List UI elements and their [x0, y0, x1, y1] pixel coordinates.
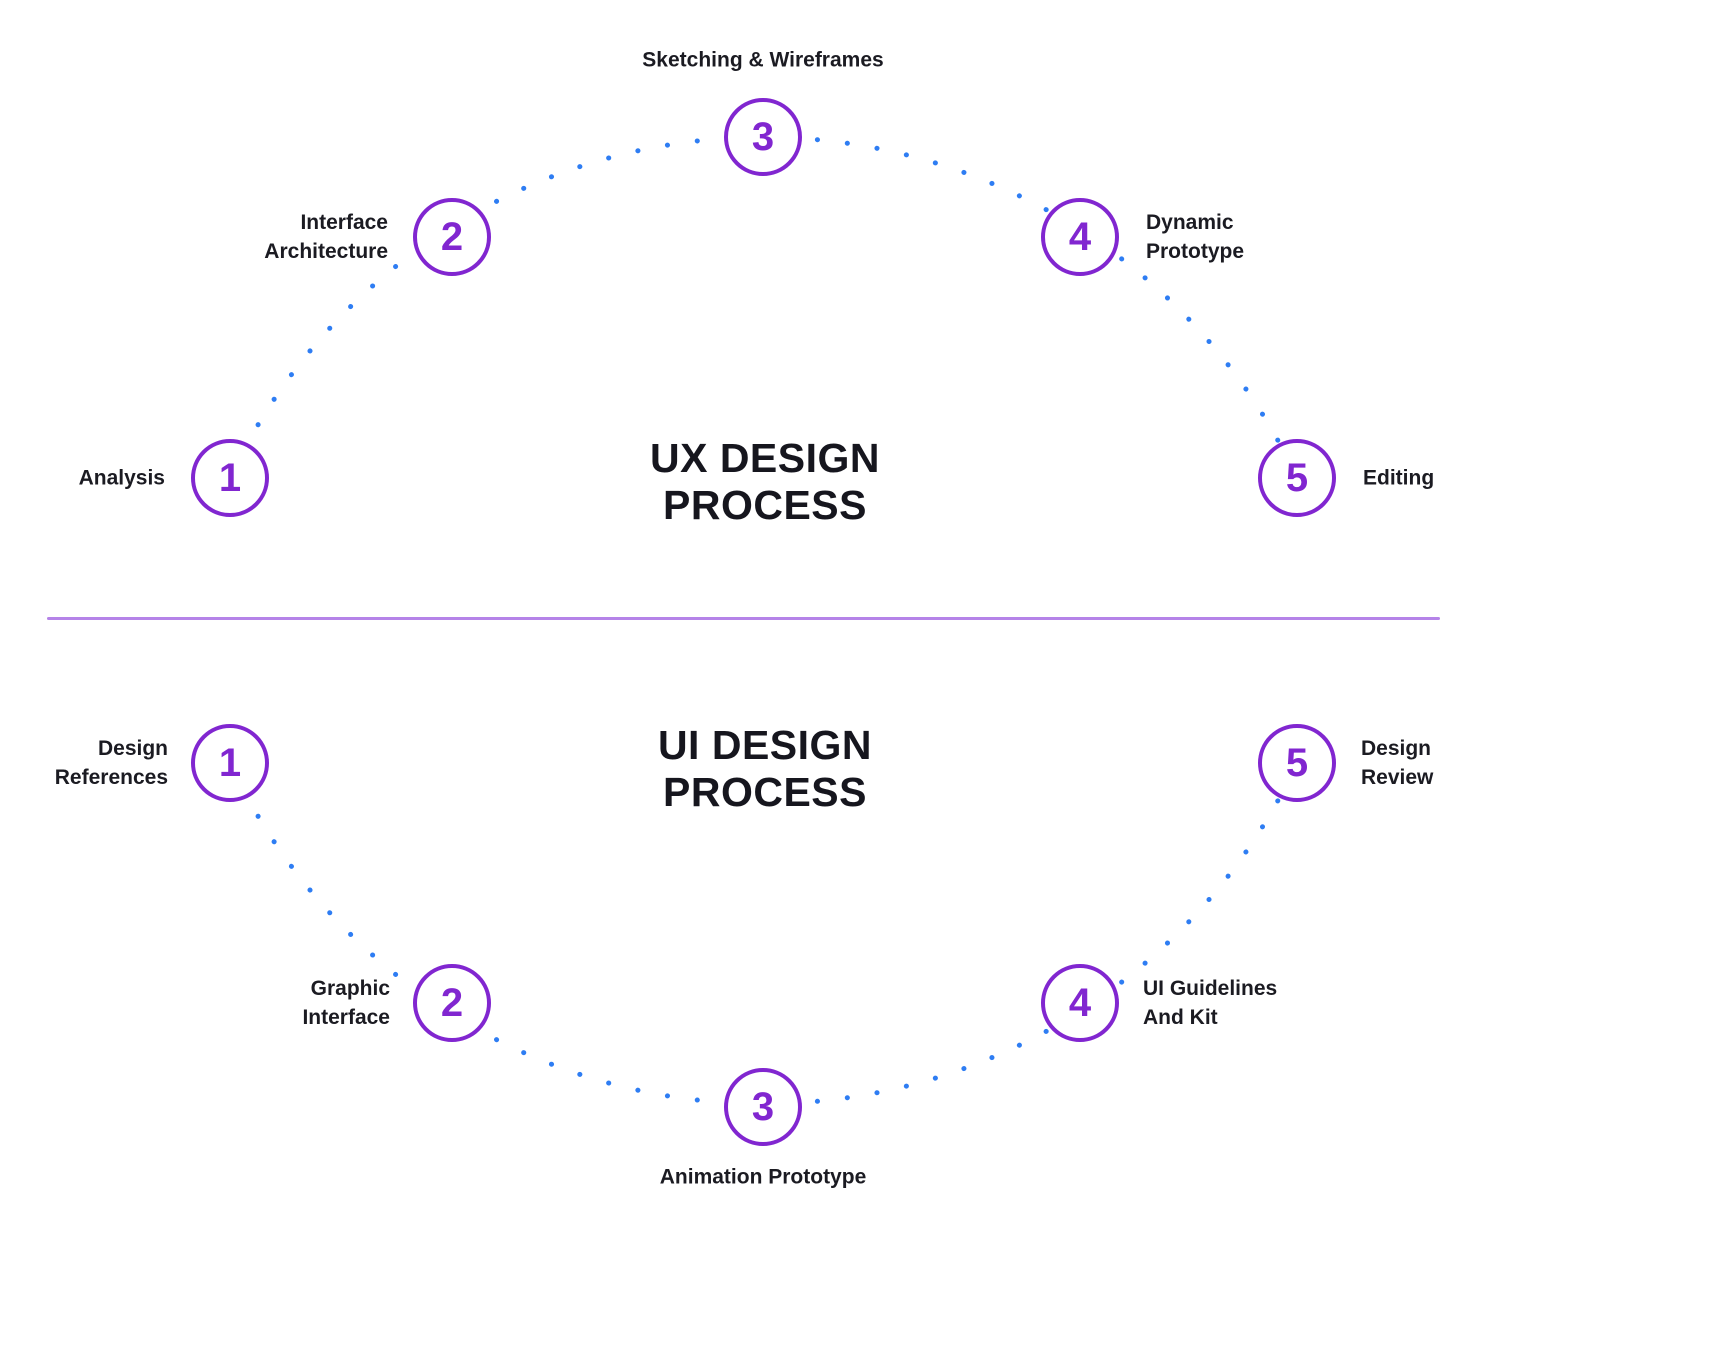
ui-step-5-label: Design Review [1361, 737, 1434, 789]
section-divider [47, 617, 1440, 620]
ui-dotted-arc [227, 760, 1300, 1107]
ux-step-4-number: 4 [1068, 215, 1092, 259]
ui-step-3-circle: 3 [724, 1068, 802, 1146]
ux-step-3-label: Sketching & Wireframes [642, 48, 884, 72]
ui-step-4-circle: 4 [1041, 964, 1119, 1042]
ux-step-5-number: 5 [1285, 456, 1309, 500]
ui-step-5-circle: 5 [1258, 724, 1336, 802]
ux-step-4-label: Dynamic Prototype [1146, 211, 1245, 263]
ui-step-5-number: 5 [1285, 741, 1309, 785]
ux-step-1-number: 1 [218, 456, 242, 500]
ux-step-2-circle: 2 [413, 198, 491, 276]
ui-step-4-label: UI Guidelines And Kit [1143, 977, 1278, 1029]
ux-step-1-label: Analysis [78, 466, 165, 490]
ux-step-3-circle: 3 [724, 98, 802, 176]
ui-step-3-number: 3 [751, 1085, 775, 1129]
ux-dotted-arc [227, 134, 1300, 481]
ui-step-4-number: 4 [1068, 981, 1092, 1025]
ux-step-3-number: 3 [751, 115, 775, 159]
ui-step-2-label: Graphic Interface [302, 977, 390, 1029]
ui-step-2-number: 2 [440, 981, 464, 1025]
ux-step-5-label: Editing [1363, 466, 1435, 490]
ux-process-title: UX DESIGN PROCESS [649, 435, 881, 528]
ux-step-2-label: Interface Architecture [264, 211, 388, 263]
ux-step-5-circle: 5 [1258, 439, 1336, 517]
ux-step-4-circle: 4 [1041, 198, 1119, 276]
ui-step-1-label: Design References [54, 737, 168, 789]
ui-step-1-circle: 1 [191, 724, 269, 802]
ui-step-1-number: 1 [218, 741, 242, 785]
ui-process-title: UI DESIGN PROCESS [657, 722, 873, 815]
ux-step-2-number: 2 [440, 215, 464, 259]
ui-step-3-label: Animation Prototype [659, 1165, 867, 1189]
ux-step-1-circle: 1 [191, 439, 269, 517]
ui-step-2-circle: 2 [413, 964, 491, 1042]
